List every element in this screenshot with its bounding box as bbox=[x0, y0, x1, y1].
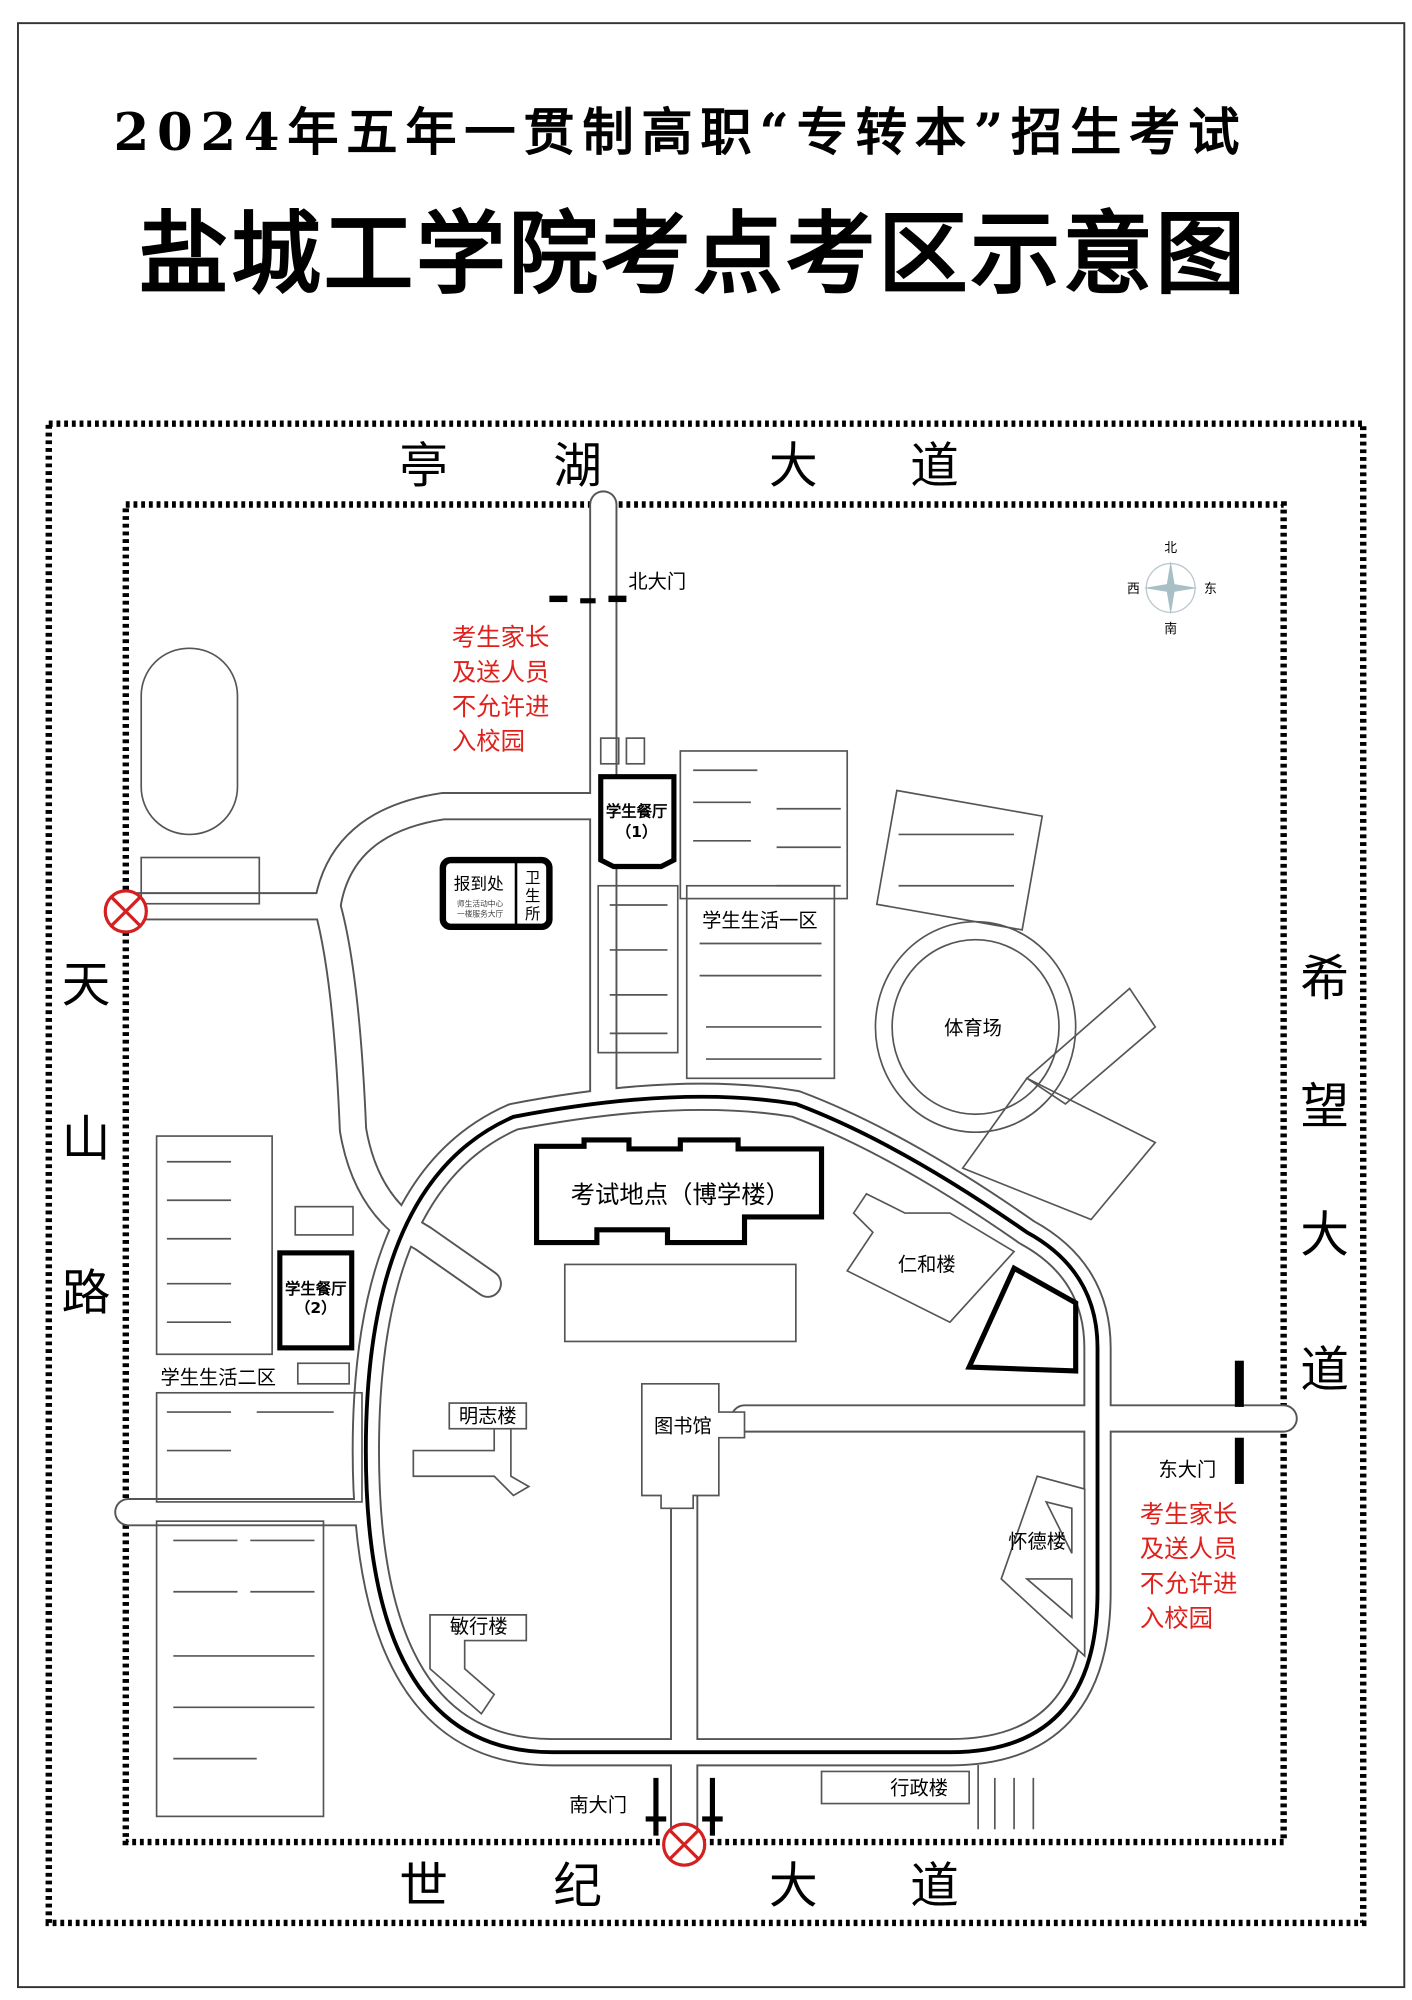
svg-text:大: 大 bbox=[1300, 1207, 1349, 1264]
svg-text:大: 大 bbox=[769, 1857, 818, 1914]
svg-text:入校园: 入校园 bbox=[1140, 1603, 1213, 1632]
svg-text:亭: 亭 bbox=[399, 438, 448, 495]
svg-text:不允许进: 不允许进 bbox=[1140, 1569, 1238, 1598]
svg-text:世: 世 bbox=[399, 1857, 448, 1914]
svg-text:南: 南 bbox=[1164, 621, 1177, 637]
svg-text:西: 西 bbox=[1127, 582, 1140, 597]
dorm-zone-2: 学生生活二区 bbox=[155, 1135, 363, 1818]
svg-text:东大门: 东大门 bbox=[1158, 1458, 1216, 1481]
svg-text:仁和楼: 仁和楼 bbox=[898, 1253, 956, 1276]
svg-text:生: 生 bbox=[525, 887, 540, 905]
svg-text:一楼服务大厅: 一楼服务大厅 bbox=[457, 909, 503, 919]
east-gate: 东大门 bbox=[1158, 1360, 1244, 1484]
compass-icon: 北 南 西 东 bbox=[1127, 541, 1217, 637]
label-stadium: 体育场 bbox=[944, 1017, 1002, 1040]
svg-text:及送人员: 及送人员 bbox=[1140, 1534, 1238, 1563]
exam-building[interactable]: 考试地点（博学楼） bbox=[533, 1137, 825, 1246]
label-dorm-zone-2: 学生生活二区 bbox=[160, 1366, 276, 1389]
huaide-building: 怀德楼 bbox=[1000, 1475, 1086, 1658]
svg-text:南大门: 南大门 bbox=[569, 1793, 627, 1816]
label-exam-location: 考试地点（博学楼） bbox=[571, 1180, 790, 1209]
svg-text:北大门: 北大门 bbox=[628, 570, 686, 593]
svg-text:行政楼: 行政楼 bbox=[890, 1777, 948, 1800]
renhe-building: 仁和楼 bbox=[845, 1192, 1016, 1324]
svg-text:考生家长: 考生家长 bbox=[452, 623, 549, 652]
svg-text:不允许进: 不允许进 bbox=[452, 692, 549, 721]
admin-building: 行政楼 bbox=[820, 1765, 1035, 1830]
running-track-west bbox=[140, 647, 239, 836]
svg-text:学生餐厅: 学生餐厅 bbox=[285, 1279, 347, 1298]
stadium-track bbox=[891, 938, 1060, 1116]
svg-text:学生餐厅: 学生餐厅 bbox=[606, 801, 668, 820]
svg-text:希: 希 bbox=[1300, 950, 1349, 1007]
warning-north: 考生家长 及送人员 不允许进 入校园 bbox=[452, 623, 549, 756]
north-gate: 北大门 bbox=[549, 570, 686, 604]
canteen-2: 学生餐厅 （2） bbox=[277, 1250, 355, 1351]
road-tianshan: 天 山 路 bbox=[62, 956, 111, 1321]
svg-text:道: 道 bbox=[910, 438, 959, 495]
svg-text:卫: 卫 bbox=[525, 869, 540, 887]
svg-text:大: 大 bbox=[769, 438, 818, 495]
no-entry-icon bbox=[662, 1822, 707, 1867]
page-border bbox=[17, 22, 1406, 1989]
svg-text:图书馆: 图书馆 bbox=[654, 1415, 712, 1438]
road-tinghu: 亭 湖 大 道 bbox=[399, 438, 959, 495]
label-registration: 报到处 bbox=[454, 875, 504, 894]
svg-text:敏行楼: 敏行楼 bbox=[450, 1615, 508, 1638]
svg-text:（1）: （1） bbox=[616, 823, 658, 841]
svg-text:北: 北 bbox=[1164, 541, 1177, 556]
svg-text:湖: 湖 bbox=[553, 438, 602, 495]
dorm-zone-1: 学生生活一区 bbox=[597, 737, 1044, 1080]
road-xiwang: 希 望 大 道 bbox=[1300, 950, 1349, 1399]
svg-text:怀德楼: 怀德楼 bbox=[1008, 1530, 1066, 1553]
svg-text:道: 道 bbox=[910, 1857, 959, 1914]
court-west bbox=[140, 856, 261, 905]
svg-text:（2）: （2） bbox=[295, 1299, 337, 1317]
svg-text:天: 天 bbox=[62, 956, 111, 1013]
page-title: 盐城工学院考点考区示意图 bbox=[139, 203, 1248, 307]
svg-text:望: 望 bbox=[1300, 1078, 1349, 1135]
svg-text:纪: 纪 bbox=[553, 1857, 602, 1914]
svg-text:山: 山 bbox=[62, 1110, 111, 1167]
svg-text:明志楼: 明志楼 bbox=[459, 1404, 517, 1427]
road-shiji: 世 纪 大 道 bbox=[399, 1857, 959, 1914]
building-highlighted bbox=[965, 1264, 1079, 1374]
court bbox=[1025, 987, 1157, 1106]
canteen-1: 学生餐厅 （1） bbox=[598, 774, 677, 870]
label-dorm-zone-1: 学生生活一区 bbox=[702, 909, 818, 932]
south-gate: 南大门 bbox=[569, 1777, 723, 1836]
no-entry-icon bbox=[103, 889, 148, 934]
warning-east: 考生家长 及送人员 不允许进 入校园 bbox=[1140, 1499, 1238, 1632]
plaza bbox=[563, 1263, 797, 1343]
svg-text:及送人员: 及送人员 bbox=[452, 657, 549, 686]
svg-text:所: 所 bbox=[525, 905, 540, 923]
mingzhi-building: 明志楼 bbox=[412, 1402, 531, 1497]
svg-text:考生家长: 考生家长 bbox=[1140, 1499, 1238, 1528]
title-line1: 2024年五年一贯制高职“专转本”招生考试 bbox=[114, 103, 1248, 163]
svg-text:师生活动中心: 师生活动中心 bbox=[457, 898, 503, 908]
label-clinic: 卫 生 所 bbox=[525, 869, 540, 923]
svg-text:道: 道 bbox=[1300, 1341, 1349, 1398]
svg-text:路: 路 bbox=[62, 1264, 111, 1321]
registration-office: 报到处 师生活动中心 一楼服务大厅 卫 生 所 bbox=[439, 856, 553, 931]
minxing-building: 敏行楼 bbox=[429, 1614, 528, 1715]
svg-text:东: 东 bbox=[1204, 582, 1217, 597]
outer-road-boundary bbox=[45, 420, 1367, 1927]
library: 图书馆 bbox=[640, 1382, 746, 1510]
svg-text:入校园: 入校园 bbox=[452, 727, 525, 756]
